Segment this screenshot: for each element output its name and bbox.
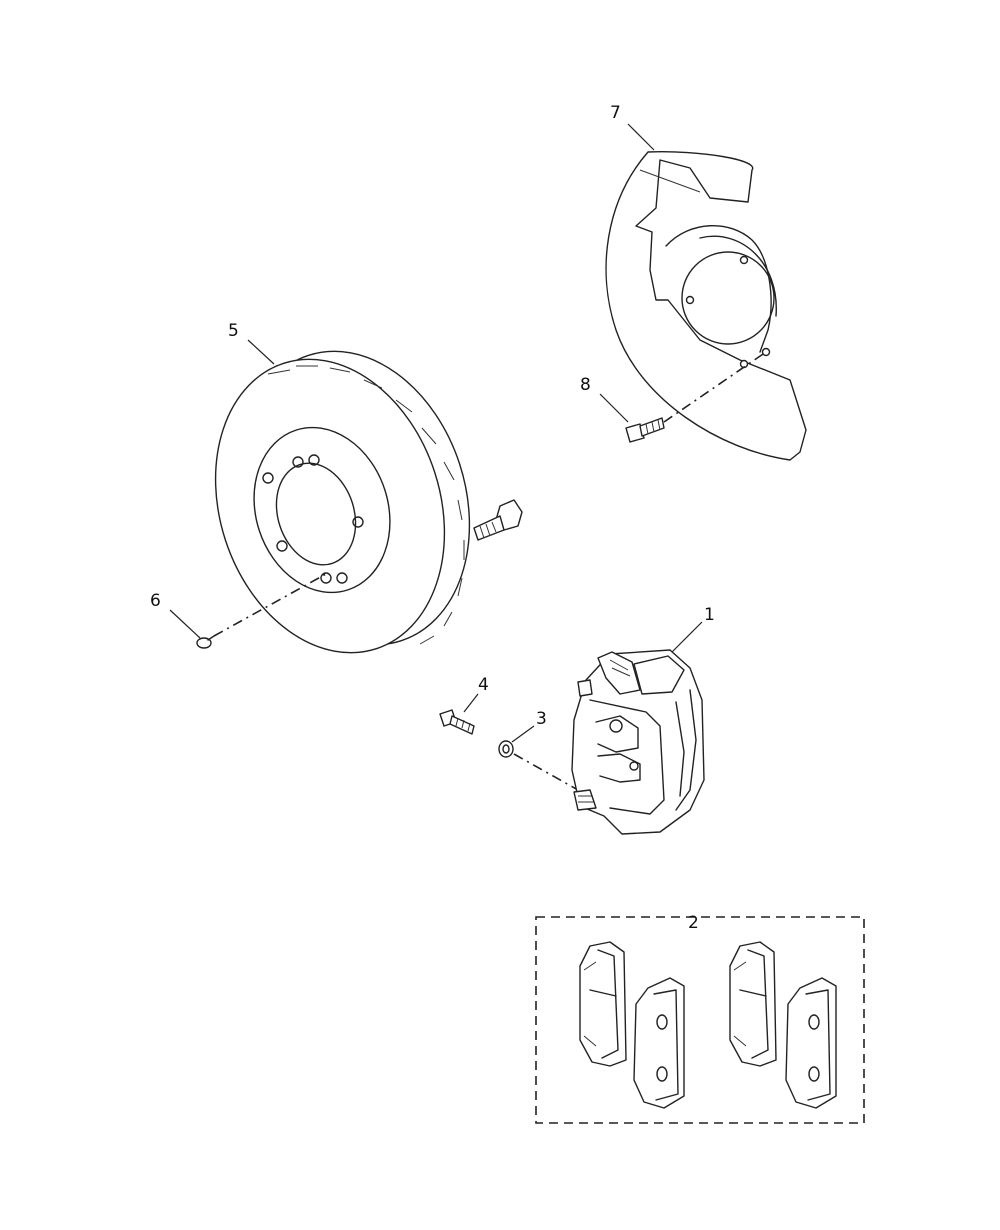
brake-pad-outer-right: [785, 977, 837, 1109]
brake-disc: [214, 350, 471, 654]
leader-7: [627, 123, 655, 151]
callout-3: 3: [536, 709, 547, 729]
callout-4: 4: [478, 675, 489, 695]
carrier-bolt: [473, 499, 523, 541]
brake-pad-inner-left: [579, 941, 627, 1067]
callout-2: 2: [688, 913, 699, 933]
dust-shield: [605, 151, 807, 461]
callout-1: 1: [704, 605, 715, 625]
leader-3: [511, 725, 535, 743]
shield-bolt: [625, 417, 665, 443]
brake-pad-outer-left: [633, 977, 685, 1109]
callout-6: 6: [150, 591, 161, 611]
callout-5: 5: [228, 321, 239, 341]
washer: [498, 740, 514, 758]
callout-7: 7: [610, 103, 621, 123]
caliper-bolt: [439, 709, 475, 735]
leader-1: [671, 621, 703, 653]
brake-pad-kit: [535, 916, 865, 1124]
leader-8: [599, 393, 629, 423]
leader-6: [169, 609, 201, 639]
leader-5: [247, 339, 275, 365]
brake-caliper: [571, 649, 705, 835]
callout-8: 8: [580, 375, 591, 395]
brake-pad-inner-right: [729, 941, 777, 1067]
disc-screw: [196, 635, 215, 649]
leader-4: [463, 693, 479, 713]
